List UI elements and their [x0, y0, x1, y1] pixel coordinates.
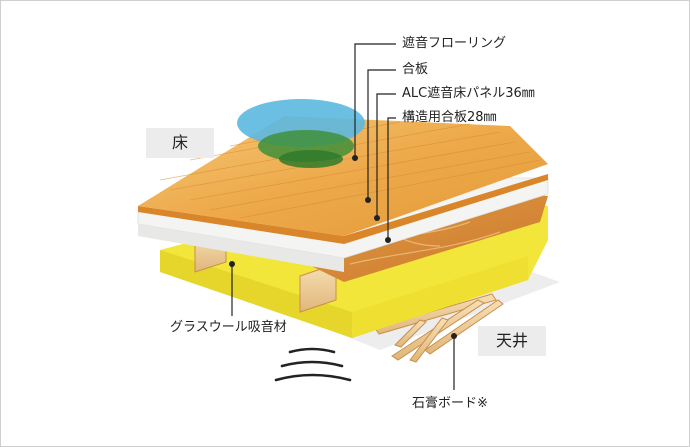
label-structural-plywood: 構造用合板28㎜: [402, 110, 497, 126]
impact-green-area-small: [279, 150, 343, 168]
label-plywood: 合板: [402, 62, 428, 78]
floor-tag: 床: [146, 128, 214, 158]
sound-wave-icon: [276, 349, 350, 380]
ceiling-tag: 天井: [478, 326, 546, 356]
label-glass-wool: グラスウール吸音材: [170, 320, 287, 336]
label-sound-insulating-flooring: 遮音フローリング: [402, 36, 506, 52]
label-alc-floor-panel: ALC遮音床パネル36㎜: [402, 86, 535, 102]
label-gypsum-board: 石膏ボード※: [412, 396, 488, 412]
